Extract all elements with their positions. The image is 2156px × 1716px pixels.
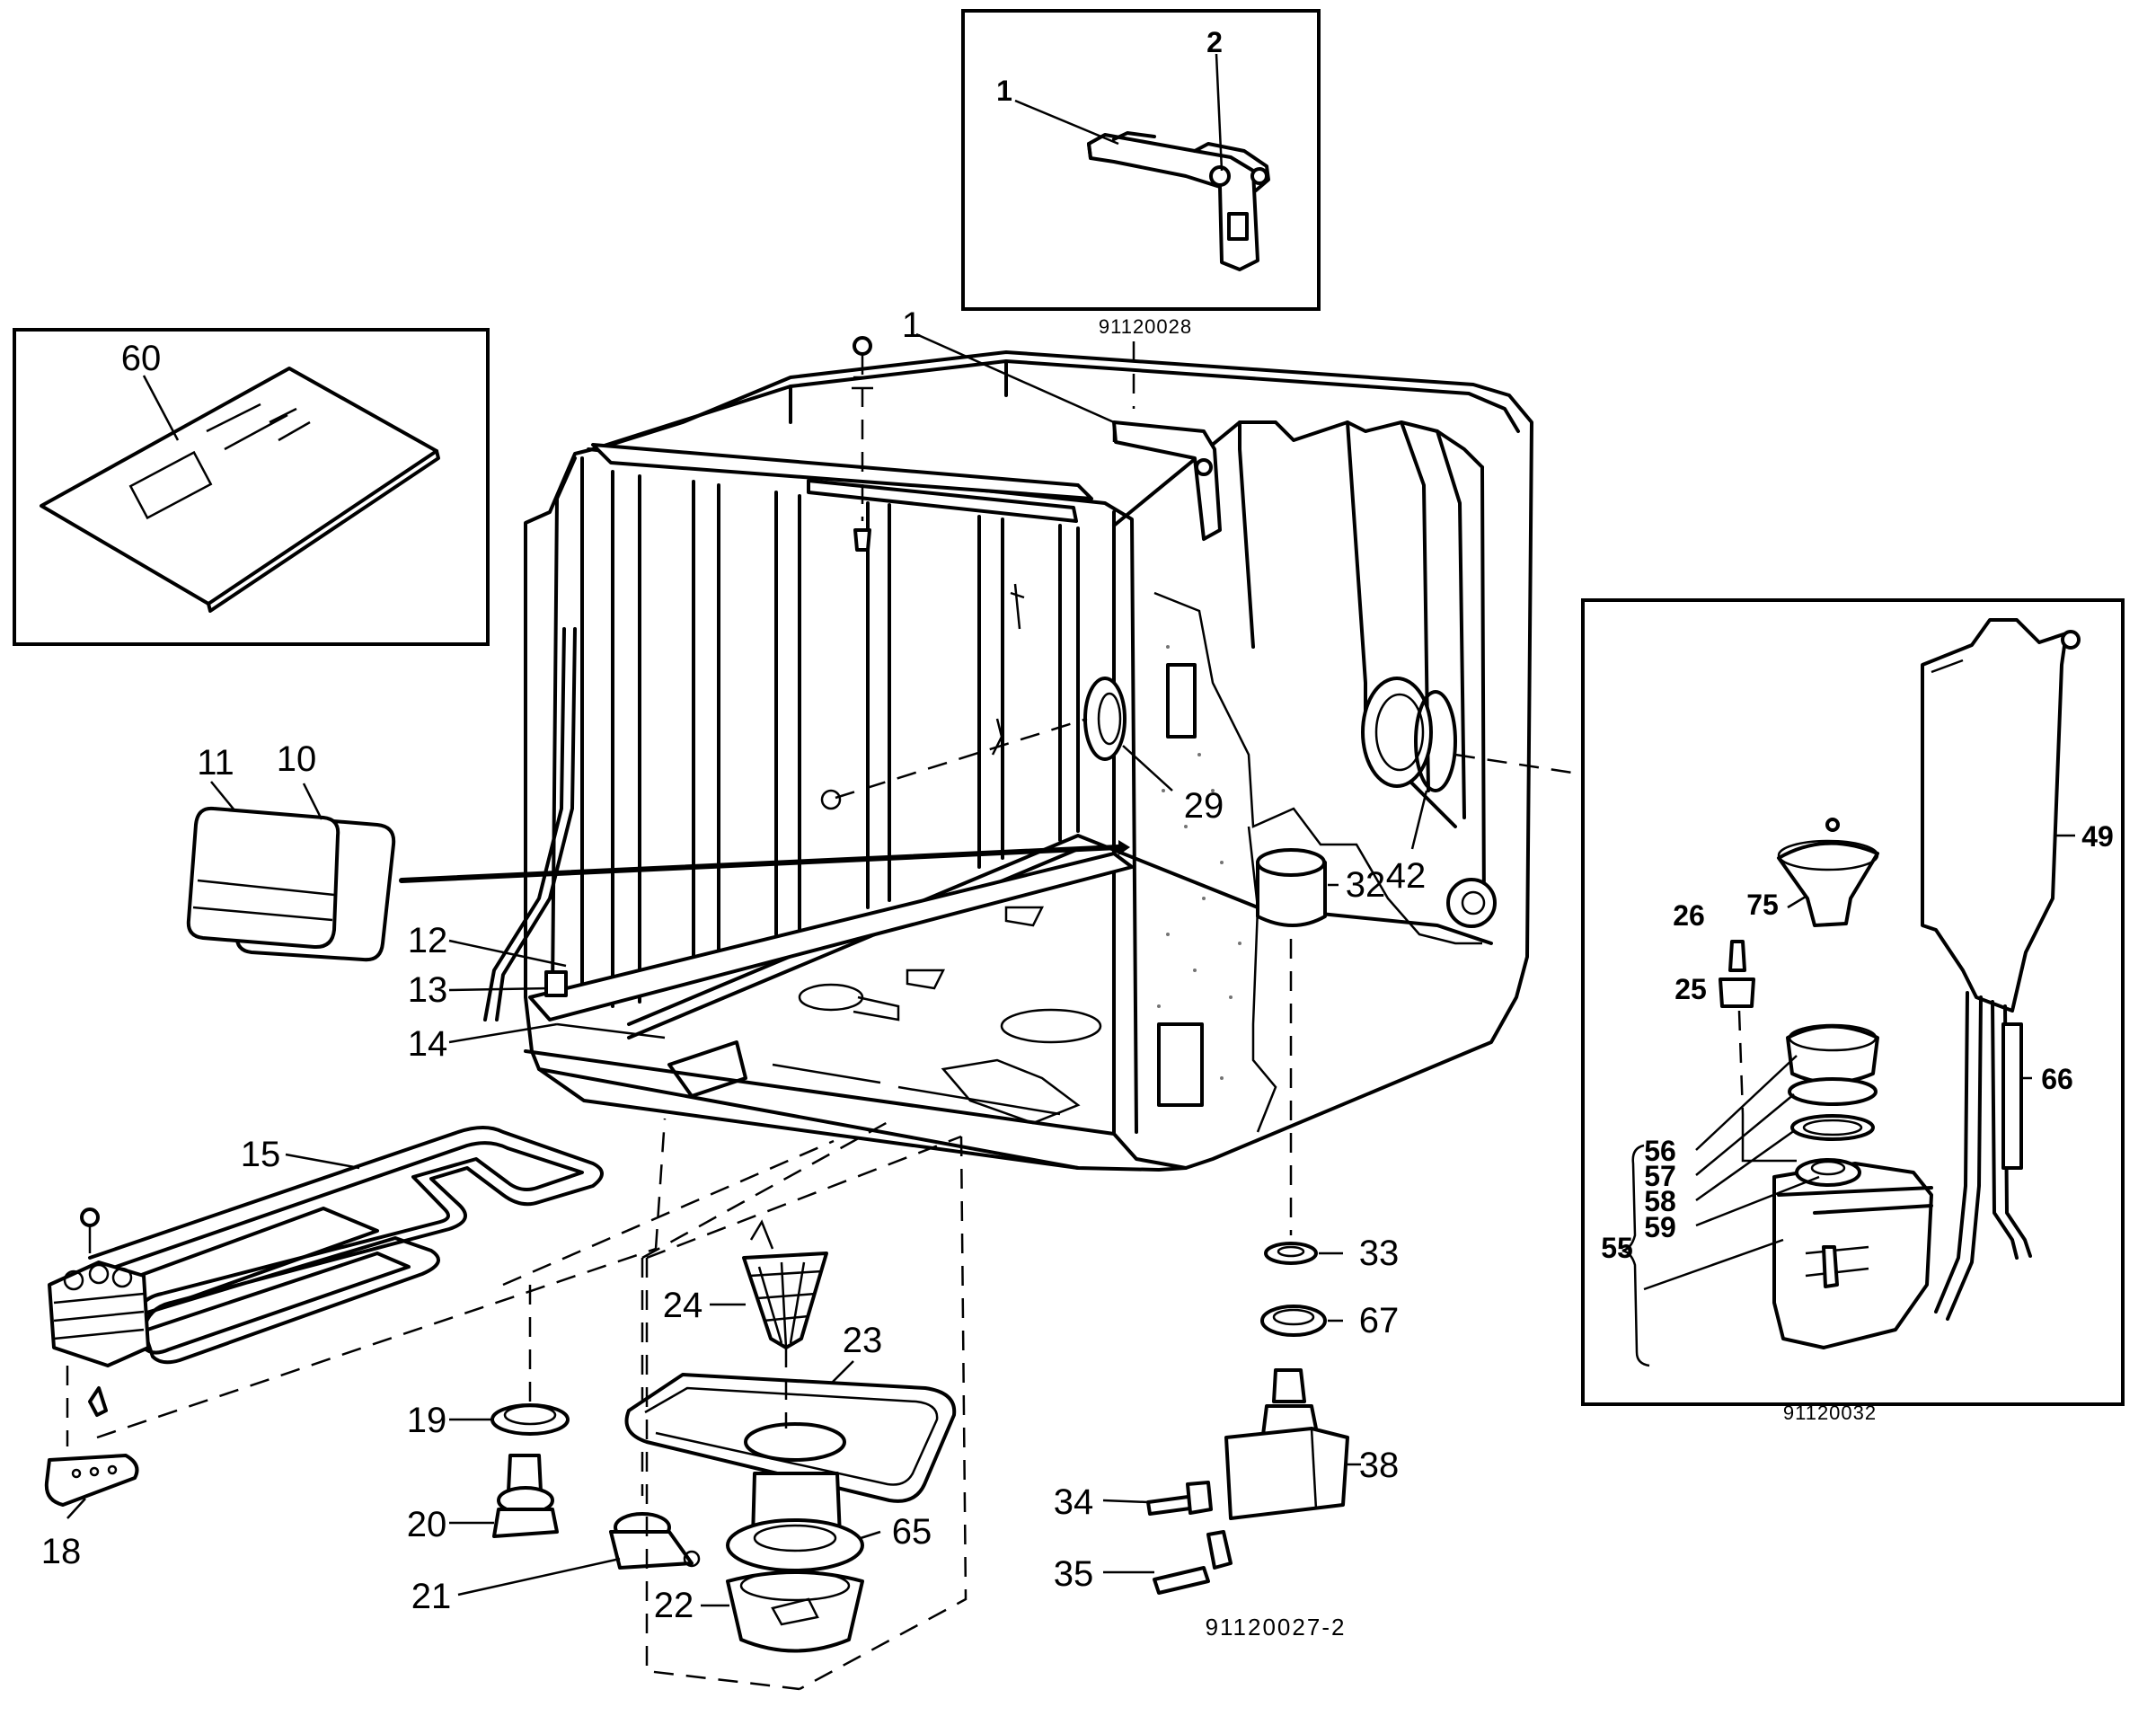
label-65: 65 (892, 1512, 932, 1552)
part-49-bracket (1921, 618, 2068, 1013)
label-60: 60 (121, 339, 162, 378)
label-24: 24 (663, 1286, 703, 1325)
inset-right-code: 91120032 (1783, 1402, 1877, 1424)
label-19: 19 (407, 1401, 447, 1440)
inset-right-label-58: 58 (1644, 1185, 1676, 1217)
label-33: 33 (1359, 1234, 1400, 1273)
part-66-hose (2001, 1022, 2023, 1170)
label-18: 18 (41, 1532, 82, 1571)
part-34-pin: 34 (1054, 1481, 1213, 1522)
part-18-terminal-block: 18 (41, 1454, 139, 1571)
inset-top-hinge-bracket: 1 2 (961, 9, 1321, 311)
part-26-plug (1728, 940, 1746, 972)
part-23-filter-plate: 23 (624, 1321, 957, 1503)
label-32: 32 (1346, 865, 1386, 905)
part-22-sump-cup: 22 (654, 1570, 864, 1653)
part-32-float-housing: 32 (1256, 848, 1386, 1235)
inset-right-label-26: 26 (1673, 899, 1705, 932)
label-13: 13 (408, 970, 448, 1010)
inset-top-label-1: 1 (996, 75, 1012, 107)
inset-left-manual: 60 (13, 328, 490, 646)
label-22: 22 (654, 1586, 694, 1625)
part-20-thermostat: 20 (407, 1454, 559, 1544)
inset-right-dispenser: 49 75 26 25 56 57 58 59 (1581, 598, 2125, 1406)
tub-hinge-part-1: 1 (902, 305, 1222, 541)
part-11-cover (186, 806, 340, 950)
label-29: 29 (1184, 786, 1224, 826)
label-1: 1 (902, 305, 922, 345)
tub-side-bracket (1157, 1022, 1204, 1107)
inset-right-label-56: 56 (1644, 1135, 1676, 1167)
label-21: 21 (411, 1577, 452, 1616)
part-24-filter-basket: 24 (663, 1219, 828, 1349)
label-15: 15 (241, 1135, 281, 1174)
part-21-thermostat-bracket: 21 (411, 1119, 890, 1616)
inset-top-label-2: 2 (1206, 26, 1223, 58)
label-35: 35 (1054, 1554, 1094, 1594)
part-57-ring (1788, 1077, 1878, 1106)
inset-right-label-57: 57 (1644, 1160, 1676, 1192)
inset-right-label-25: 25 (1674, 973, 1707, 1005)
label-10: 10 (277, 739, 317, 779)
label-20: 20 (407, 1505, 447, 1544)
labels-12-13-14: 12 13 14 (408, 921, 568, 1064)
part-19-grommet: 19 (407, 1139, 835, 1440)
label-23: 23 (843, 1321, 883, 1360)
part-56-cap (1786, 1024, 1879, 1084)
label-67: 67 (1359, 1301, 1400, 1340)
label-42: 42 (1386, 856, 1427, 896)
label-12: 12 (408, 921, 448, 960)
tub-side-vent (1166, 663, 1197, 739)
part-15-heating-element: 15 (48, 1118, 667, 1446)
label-14: 14 (408, 1024, 448, 1064)
group-brace (1621, 1144, 1650, 1367)
sump-dashed-guides (645, 1135, 968, 1691)
top-screw-stack (852, 336, 873, 552)
label-38: 38 (1359, 1446, 1400, 1485)
inset-right-label-66: 66 (2041, 1063, 2073, 1095)
tub-assembly (483, 336, 1533, 1172)
part-38-float-switch: 38 (1224, 1368, 1400, 1520)
inset-right-label-59: 59 (1644, 1211, 1676, 1243)
part-11-10-cover-gasket: 11 10 (186, 739, 1130, 962)
label-34: 34 (1054, 1482, 1094, 1522)
tub-front-rail (528, 852, 1134, 1022)
hinge-bracket-drawing (1087, 131, 1270, 271)
part-29-inlet-ring: 29 (835, 677, 1224, 826)
part-33-seal: 33 (1264, 1234, 1400, 1273)
inset-right-label-75: 75 (1746, 889, 1779, 921)
part-67-ring: 67 (1260, 1301, 1400, 1340)
inset-right-label-49: 49 (2081, 820, 2114, 853)
part-35-pin: 35 (1054, 1530, 1233, 1595)
part-25-cap (1719, 977, 1755, 1008)
part-42-dispenser-gasket: 42 (1361, 677, 1497, 928)
part-75-funnel (1777, 841, 1879, 927)
inset-top-code: 91120028 (1099, 315, 1192, 338)
inset-right-label-55: 55 (1601, 1232, 1633, 1264)
main-code: 91120027-2 (1206, 1614, 1347, 1641)
label-11: 11 (197, 743, 234, 783)
part-65-sump-housing: 65 (726, 1472, 932, 1572)
